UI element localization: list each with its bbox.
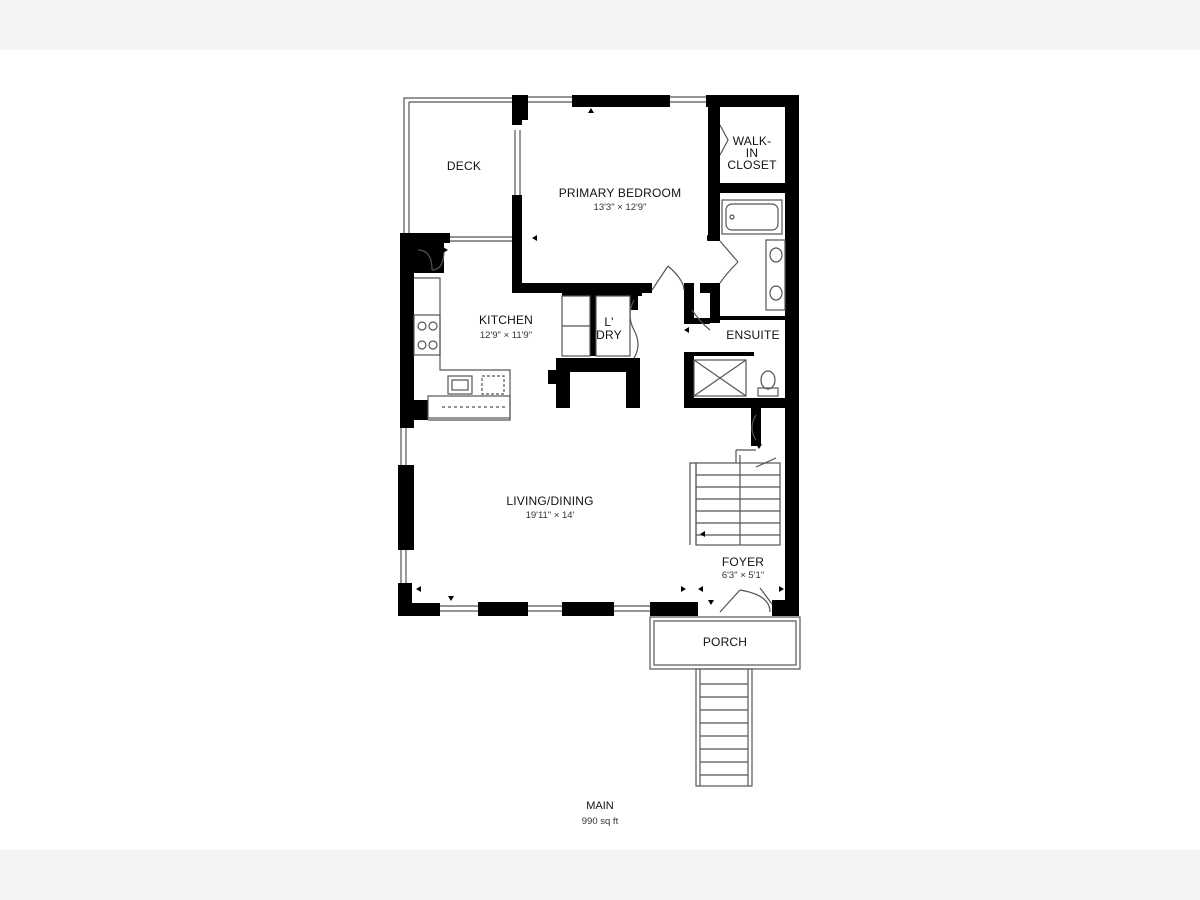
walls	[398, 95, 799, 616]
interior-stair-outline	[689, 462, 697, 545]
shower	[693, 359, 747, 397]
south-wall-1	[478, 602, 528, 616]
windows	[400, 96, 708, 612]
kitchen-counter-wall	[414, 400, 428, 420]
living-dining-dims: 19'11" × 14'	[526, 510, 575, 521]
east-wall	[785, 95, 799, 615]
living-dining-label: LIVING/DINING	[506, 494, 593, 508]
dishwasher	[481, 375, 505, 395]
fixtures	[413, 124, 786, 613]
area-label: 990 sq ft	[582, 816, 619, 827]
laundry-north-wall	[562, 290, 642, 296]
living-sw-corner-2	[398, 603, 440, 616]
south-wall-2	[562, 602, 614, 616]
bath-west-wall-2	[710, 283, 720, 323]
dryer	[595, 295, 631, 357]
closet-block-east	[626, 358, 640, 408]
ensuite-door-swing	[719, 240, 739, 284]
laundry-label-1: L'	[604, 315, 613, 329]
level-label: MAIN	[586, 800, 614, 812]
closet-block-west	[556, 358, 570, 408]
primary-bedroom-dims: 13'3" × 12'9"	[594, 202, 647, 213]
ensuite-west-wall	[684, 355, 694, 408]
closet-south-wall	[708, 183, 799, 193]
primary-bedroom-label: PRIMARY BEDROOM	[559, 186, 682, 200]
porch-label: PORCH	[703, 635, 747, 649]
bathtub	[721, 199, 783, 235]
ensuite-divider-2	[684, 352, 754, 356]
entry-stair-treads	[699, 669, 749, 786]
bedroom-south-wall	[512, 283, 652, 293]
ensuite-label: ENSUITE	[726, 328, 779, 342]
deck-outline	[403, 97, 512, 235]
top-wall-3	[706, 95, 799, 107]
deck-label: DECK	[447, 159, 481, 173]
toilet	[760, 370, 776, 390]
south-wall-3	[650, 602, 698, 616]
entry-stairs	[695, 668, 753, 787]
wall-markers	[416, 108, 784, 605]
kitchen-west-wall	[400, 233, 414, 428]
closet-block	[556, 358, 640, 372]
ensuite-divider	[720, 316, 799, 320]
porch-outline-inner	[653, 620, 797, 666]
kitchen-label: KITCHEN	[479, 313, 533, 327]
kitchen-dims: 12'9" × 11'9"	[480, 330, 532, 341]
walk-in-closet-label-1: WALK-	[733, 134, 772, 148]
bath-west-wall	[708, 193, 720, 241]
stair-east-wall	[751, 408, 761, 446]
bedroom-west-wall-upper	[512, 95, 522, 125]
ensuite-mid-wall-2	[684, 318, 710, 324]
walk-in-closet-label-3: CLOSET	[727, 158, 777, 172]
kitchen-nook	[414, 233, 444, 273]
closet-door-swing	[719, 124, 729, 156]
walk-in-closet-label-2: IN	[746, 146, 758, 160]
living-west-wall	[398, 465, 414, 550]
top-wall-2	[572, 95, 670, 107]
laundry-label-2: DRY	[596, 328, 622, 342]
interior-stair-treads	[696, 449, 780, 536]
bedroom-door-swing	[651, 265, 685, 291]
kitchen-counter	[414, 277, 511, 421]
bedroom-west-wall-lower	[512, 195, 522, 293]
laundry-west-wall	[590, 290, 596, 356]
closet-small	[548, 370, 556, 384]
foyer-door-swing	[719, 589, 771, 613]
stove	[413, 314, 441, 356]
south-wall-4	[772, 600, 799, 616]
foyer-dims: 6'3" × 5'1"	[722, 570, 764, 581]
kitchen-sink	[447, 375, 473, 395]
interior-stairs	[695, 462, 781, 546]
bedroom-east-wall	[708, 95, 720, 185]
kitchen-island	[427, 395, 511, 419]
foyer-label: FOYER	[722, 555, 764, 569]
vanity	[765, 239, 786, 311]
plan-sheet	[0, 50, 1200, 850]
ensuite-south-wall	[684, 398, 799, 408]
